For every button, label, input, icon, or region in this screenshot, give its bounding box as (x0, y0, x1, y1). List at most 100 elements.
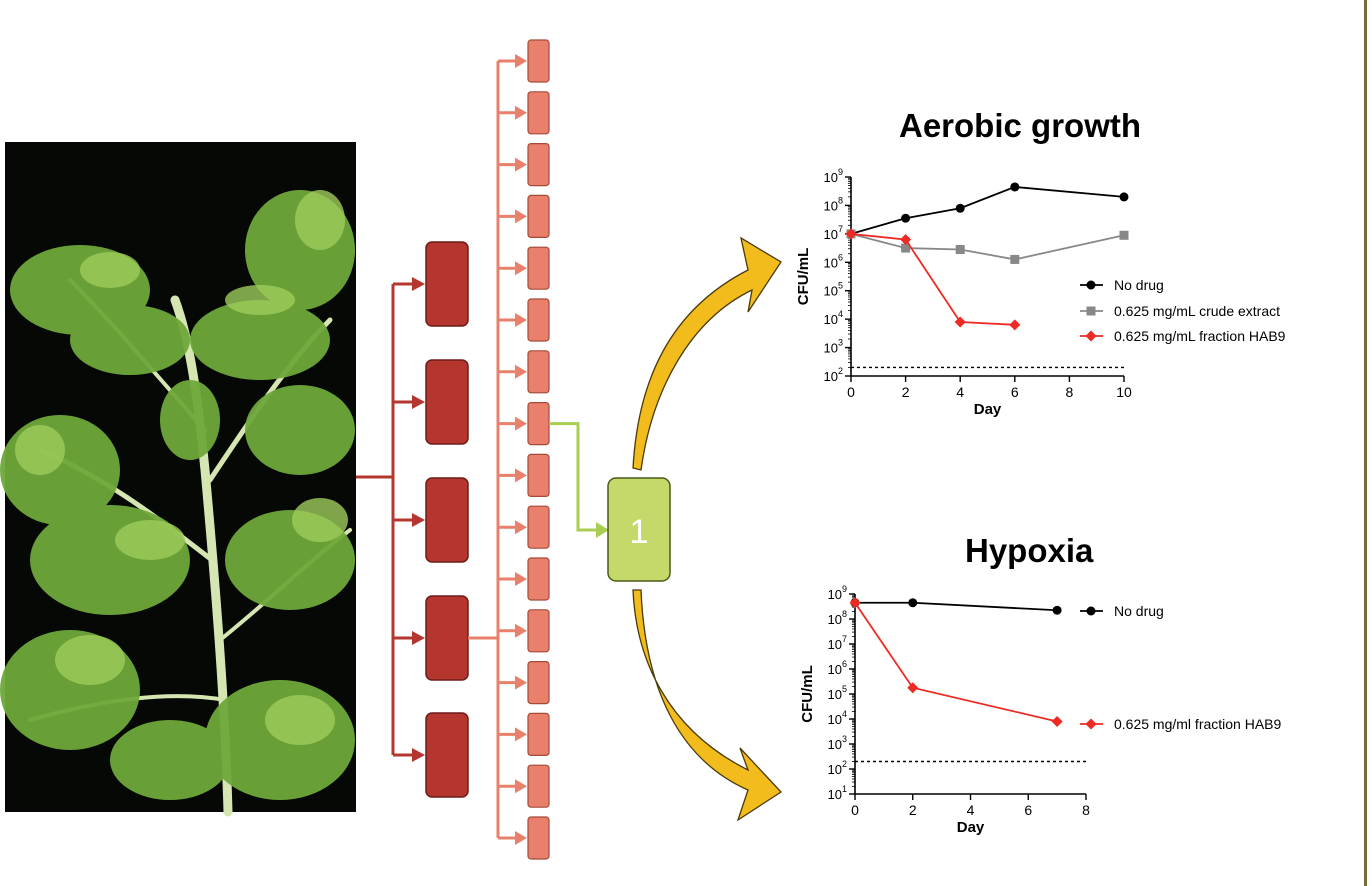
y-tick-base: 10 (828, 762, 842, 777)
data-point (1009, 319, 1021, 331)
series-line (850, 186, 1125, 235)
legend-marker (1086, 280, 1096, 290)
subfraction-box (527, 350, 550, 394)
column-fraction-box (425, 595, 469, 681)
arrowhead (515, 416, 527, 431)
legend-marker (1085, 718, 1097, 730)
legend-label: No drug (1114, 603, 1164, 619)
arrowhead (515, 157, 527, 172)
subfraction-box (527, 143, 550, 187)
arrowhead (596, 522, 609, 538)
legend-label: 0.625 mg/mL fraction HAB9 (1114, 328, 1286, 344)
arrowhead (515, 364, 527, 379)
arrowhead (515, 105, 527, 120)
arrowhead (515, 727, 527, 742)
arrowhead (515, 831, 527, 845)
subfraction-box (527, 91, 550, 135)
data-point (1119, 230, 1129, 240)
arrowhead (412, 748, 425, 762)
y-tick-base: 10 (824, 369, 838, 384)
y-tick-base: 10 (828, 587, 842, 602)
x-tick-label: 0 (851, 802, 859, 818)
active-fraction-label: 1 (630, 513, 649, 551)
y-tick-base: 10 (824, 341, 838, 356)
x-tick-label: 6 (1024, 802, 1032, 818)
y-tick-exponent: 3 (838, 338, 843, 348)
subfraction-box (527, 505, 550, 549)
hypoxia-title: Hypoxia (965, 532, 1094, 569)
y-tick-exponent: 7 (842, 634, 847, 644)
y-tick-exponent: 3 (842, 734, 847, 744)
y-tick-label: 102 (824, 366, 843, 384)
data-point (901, 243, 911, 253)
y-tick-exponent: 2 (838, 366, 843, 376)
y-tick-base: 10 (824, 284, 838, 299)
legend-marker (1086, 606, 1096, 616)
y-tick-base: 10 (828, 712, 842, 727)
y-tick-label: 106 (824, 252, 843, 270)
fractionation-scheme: 1 (356, 39, 783, 860)
active-fraction-box (607, 477, 671, 582)
arrowhead (515, 261, 527, 276)
arrowhead (515, 209, 527, 224)
y-tick-base: 10 (828, 687, 842, 702)
legend-marker (1086, 306, 1096, 316)
arrowhead (412, 395, 425, 409)
subfraction-box (527, 39, 550, 83)
subfraction-box (527, 194, 550, 238)
legend-label: 0.625 mg/mL crude extract (1114, 303, 1280, 319)
x-axis-label: Day (974, 401, 1002, 418)
y-tick-base: 10 (824, 312, 838, 327)
data-point (845, 228, 857, 240)
data-point (1010, 182, 1020, 192)
y-tick-exponent: 9 (842, 584, 847, 594)
column-fraction-box (425, 712, 469, 798)
y-tick-label: 103 (828, 734, 847, 752)
y-tick-exponent: 6 (838, 252, 843, 262)
x-tick-label: 0 (847, 384, 855, 400)
legend-label: 0.625 mg/ml fraction HAB9 (1114, 716, 1282, 732)
legend-label: No drug (1114, 277, 1164, 293)
series-line (855, 601, 1058, 612)
y-tick-exponent: 5 (842, 684, 847, 694)
y-tick-base: 10 (828, 612, 842, 627)
column-fraction-box (425, 359, 469, 445)
subfraction-box (527, 764, 550, 808)
data-point (955, 203, 965, 213)
y-tick-base: 10 (824, 227, 838, 242)
data-point (1051, 716, 1063, 727)
column-fraction-box (425, 477, 469, 563)
plant-photo (0, 142, 356, 817)
y-tick-base: 10 (828, 662, 842, 677)
subfraction-box (527, 402, 550, 446)
y-tick-exponent: 4 (842, 709, 847, 719)
aerobic-growth-title: Aerobic growth (899, 107, 1142, 144)
arrowhead (515, 675, 527, 690)
arrow-to-hypoxia (632, 589, 783, 822)
y-tick-exponent: 7 (838, 224, 843, 234)
arrowhead (515, 779, 527, 794)
y-axis-label: CFU/mL (795, 248, 812, 306)
y-tick-label: 109 (824, 167, 843, 185)
y-tick-label: 104 (824, 309, 843, 327)
y-tick-base: 10 (824, 170, 838, 185)
arrowhead (515, 520, 527, 535)
y-tick-label: 103 (824, 338, 843, 356)
y-tick-label: 107 (828, 634, 847, 652)
data-point (907, 682, 919, 694)
y-tick-exponent: 1 (842, 784, 847, 794)
x-tick-label: 8 (1082, 802, 1090, 818)
y-tick-base: 10 (824, 255, 838, 270)
data-point (954, 316, 966, 328)
series-line (850, 232, 1015, 326)
selected-path-line (549, 422, 598, 532)
subfraction-box (527, 557, 550, 601)
subfraction-box (527, 246, 550, 290)
y-tick-label: 107 (824, 224, 843, 242)
x-tick-label: 10 (1116, 384, 1132, 400)
y-tick-exponent: 8 (842, 609, 847, 619)
column-fraction-box (425, 241, 469, 327)
x-tick-label: 2 (909, 802, 917, 818)
